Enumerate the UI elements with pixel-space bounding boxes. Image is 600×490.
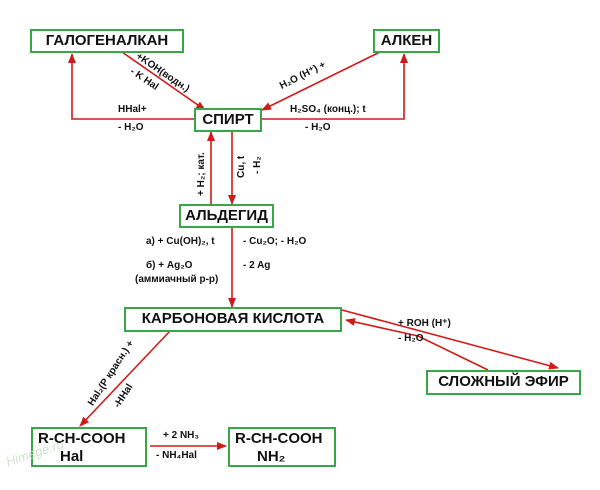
label-minus-h2o-left: - H₂O: [118, 122, 144, 133]
node-alken: АЛКЕН: [373, 29, 440, 53]
label-b-products: - 2 Ag: [243, 260, 271, 271]
label-roh: + ROH (H⁺): [398, 318, 451, 329]
arrow-spirt-to-halogenalkan: [68, 53, 194, 120]
node-aldegid: АЛЬДЕГИД: [179, 204, 274, 228]
arrow-efir-to-kislota: [345, 318, 489, 371]
halo-acid-formula: R-CH-COOH: [38, 430, 126, 447]
arrow-kislota-to-efir: [341, 309, 559, 370]
node-halogenalkan: ГАЛОГЕНАЛКАН: [30, 29, 184, 53]
node-slozhny-efir: СЛОЖНЫЙ ЭФИР: [426, 370, 581, 395]
node-spirt: СПИРТ: [194, 108, 262, 132]
node-karbonovaya-kislota: КАРБОНОВАЯ КИСЛОТА: [124, 307, 342, 332]
halo-acid-substituent: Hal: [60, 448, 84, 465]
label-cu-t: Cu, t: [236, 155, 247, 178]
label-nh4hal: - NH₄Hal: [156, 450, 197, 461]
amino-acid-substituent: NH₂: [257, 448, 286, 465]
node-amino-acid: R-CH-COOH NH₂: [228, 427, 336, 467]
label-b-reagent: б) + Ag₂O: [146, 260, 193, 271]
label-h2-kat: + H₂; кат.: [196, 152, 207, 196]
label-b-note: (аммиачный р-р): [135, 274, 219, 285]
label-a-products: - Cu₂O; - H₂O: [243, 236, 307, 247]
arrow-halogenalkan-to-spirt: [121, 51, 206, 111]
arrow-spirt-to-alken: [262, 53, 408, 120]
arrow-kislota-to-haloacid: [79, 330, 171, 427]
label-nh3: + 2 NH₃: [163, 430, 200, 441]
arrow-alken-to-spirt: [261, 51, 381, 111]
node-halo-acid: R-CH-COOH Hal: [31, 427, 147, 467]
label-hhal: HHal+: [118, 104, 147, 115]
label-a-reagent: а) + Cu(OH)₂, t: [146, 236, 215, 247]
amino-acid-formula: R-CH-COOH: [235, 430, 323, 447]
label-minus-h2o-right: - H₂O: [305, 122, 331, 133]
label-minus-h2o-ester: - H₂O: [398, 333, 424, 344]
label-minus-h2: - H₂: [252, 156, 263, 174]
label-h2so4: H₂SO₄ (конц.); t: [290, 104, 366, 115]
